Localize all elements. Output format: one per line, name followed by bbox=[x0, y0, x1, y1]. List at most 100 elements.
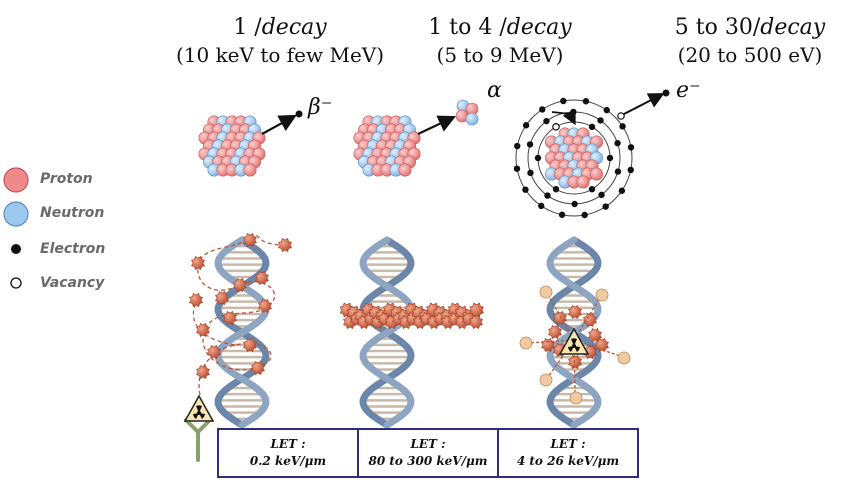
electron bbox=[582, 98, 590, 105]
proton bbox=[243, 163, 257, 177]
dna-strand bbox=[214, 236, 270, 429]
damage-site bbox=[469, 315, 483, 329]
damage-site bbox=[196, 365, 210, 379]
alpha-damage-band bbox=[339, 302, 484, 329]
damage-site bbox=[255, 271, 269, 285]
particle-label-beta: β⁻ bbox=[308, 95, 333, 120]
electron bbox=[619, 123, 626, 130]
dna-helix-beta bbox=[214, 236, 270, 429]
neutron-icon bbox=[3, 201, 29, 227]
rate-auger: 5 to 30/ bbox=[674, 15, 761, 40]
energy-auger: (20 to 500 eV) bbox=[677, 43, 823, 67]
electron bbox=[544, 192, 551, 199]
antibody-icon bbox=[184, 418, 212, 462]
damage-site bbox=[278, 238, 292, 252]
proton bbox=[576, 175, 590, 189]
alpha-particle bbox=[455, 99, 479, 126]
let-value-beta: 0.2 keV/μm bbox=[249, 454, 327, 468]
electron bbox=[527, 169, 534, 177]
particle-label-auger: e⁻ bbox=[676, 78, 701, 103]
electron bbox=[522, 122, 530, 129]
damage-site bbox=[207, 345, 221, 359]
electron bbox=[522, 186, 529, 193]
electron bbox=[581, 211, 588, 219]
auger-emission-arrow bbox=[623, 93, 665, 115]
electron bbox=[514, 142, 521, 150]
damage-site bbox=[469, 302, 484, 318]
proton-icon bbox=[3, 167, 29, 193]
beta-emission-arrow bbox=[261, 114, 297, 135]
let-cell-auger: LET : 4 to 26 keV/μm bbox=[499, 430, 637, 476]
rate-unit-alpha: decay bbox=[506, 15, 572, 40]
electron bbox=[571, 200, 578, 208]
electron bbox=[597, 117, 604, 124]
electron bbox=[603, 106, 610, 114]
vacancy bbox=[552, 123, 560, 131]
legend-item-electron: Electron bbox=[0, 235, 130, 265]
electron bbox=[614, 168, 622, 175]
dna-strand bbox=[359, 236, 415, 429]
legend-label-vacancy: Vacancy bbox=[40, 275, 105, 291]
rate-alpha: 1 to 4 / bbox=[428, 15, 507, 40]
electron bbox=[598, 191, 605, 199]
legend-item-proton: Proton bbox=[0, 165, 130, 195]
radiation-hazard-icon-beta bbox=[183, 394, 215, 422]
vacancy bbox=[617, 112, 625, 120]
header-alpha: 1 to 4 /decay (5 to 9 MeV) bbox=[405, 14, 595, 68]
damage-site bbox=[191, 256, 205, 270]
electron bbox=[526, 141, 534, 148]
electron bbox=[534, 154, 542, 162]
header-auger: 5 to 30/decay (20 to 500 eV) bbox=[650, 14, 850, 68]
electron bbox=[606, 154, 614, 162]
damage-site bbox=[233, 278, 247, 292]
let-cell-alpha: LET : 80 to 300 keV/μm bbox=[359, 430, 499, 476]
let-label-beta: LET : bbox=[270, 437, 306, 451]
damage-site bbox=[568, 305, 582, 319]
proton bbox=[589, 167, 603, 181]
let-label-auger: LET : bbox=[550, 437, 586, 451]
electron bbox=[588, 123, 596, 131]
auger-transition-arrow bbox=[551, 109, 576, 126]
legend-label-proton: Proton bbox=[40, 171, 93, 187]
damage-site bbox=[243, 338, 257, 352]
damage-site bbox=[588, 328, 602, 342]
legend-label-electron: Electron bbox=[40, 241, 106, 257]
damage-site bbox=[243, 233, 257, 247]
electron bbox=[618, 187, 626, 194]
damage-site bbox=[196, 323, 210, 337]
damage-site bbox=[548, 325, 562, 339]
let-value-alpha: 80 to 300 keV/μm bbox=[368, 454, 488, 468]
electron bbox=[552, 185, 560, 193]
beta-particle bbox=[295, 110, 303, 118]
nucleus-beta bbox=[198, 115, 266, 177]
let-cell-beta: LET : 0.2 keV/μm bbox=[219, 430, 359, 476]
damage-site bbox=[189, 293, 203, 307]
legend-label-neutron: Neutron bbox=[40, 205, 105, 221]
electron bbox=[513, 165, 521, 172]
electron bbox=[602, 203, 609, 210]
electron bbox=[614, 139, 621, 147]
let-label-alpha: LET : bbox=[410, 437, 446, 451]
legend-item-neutron: Neutron bbox=[0, 199, 130, 229]
rate-unit-beta: decay bbox=[261, 15, 327, 40]
electron bbox=[543, 117, 550, 125]
beta-track bbox=[197, 234, 286, 396]
electron bbox=[538, 202, 545, 210]
particle-label-alpha: α bbox=[487, 78, 502, 103]
electron bbox=[627, 166, 634, 174]
beta-track-branch bbox=[192, 299, 236, 346]
damage-site bbox=[223, 311, 237, 325]
header-beta: 1 /decay (10 keV to few MeV) bbox=[160, 14, 400, 68]
alpha-emission-arrow bbox=[417, 115, 456, 135]
electron bbox=[539, 106, 546, 113]
vacancy-icon bbox=[10, 277, 22, 289]
electron bbox=[627, 144, 635, 151]
electron bbox=[560, 97, 567, 105]
electron-icon bbox=[11, 244, 21, 254]
radiation-hazard-icon-auger bbox=[558, 327, 590, 355]
let-value-auger: 4 to 26 keV/μm bbox=[516, 454, 620, 468]
rate-unit-auger: decay bbox=[760, 15, 826, 40]
let-table: LET : 0.2 keV/μm LET : 80 to 300 keV/μm … bbox=[217, 428, 639, 478]
energy-beta: (10 keV to few MeV) bbox=[175, 43, 385, 67]
